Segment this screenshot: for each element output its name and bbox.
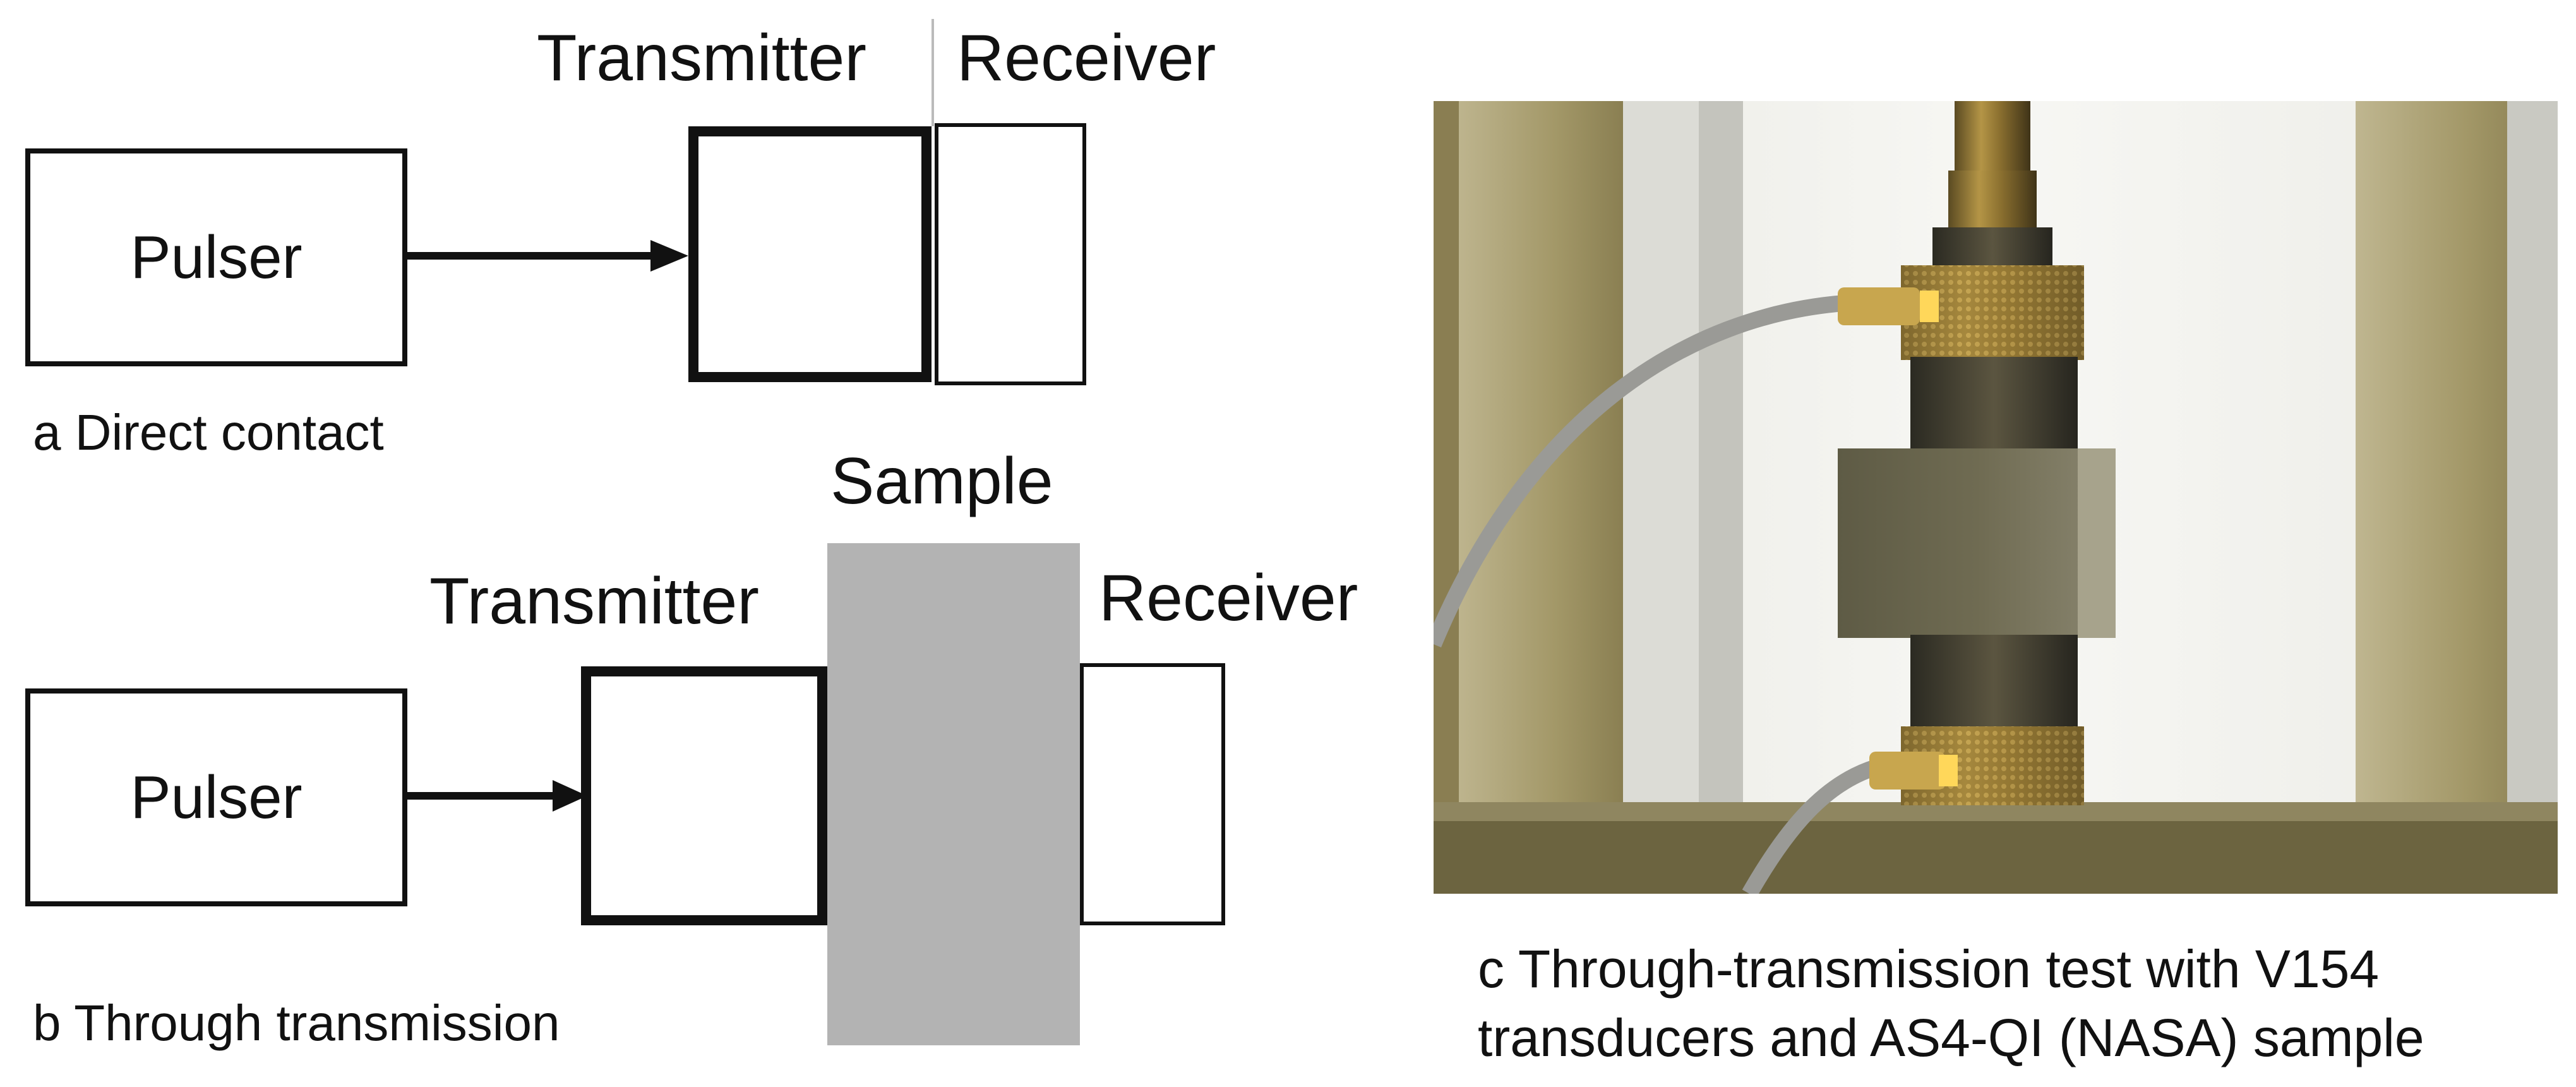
caption-through-transmission: b Through transmission [33,995,560,1051]
receiver-box-a [935,123,1086,385]
transmitter-box-b [581,666,827,925]
pulser-label-b: Pulser [130,763,303,831]
pulser-box-b: Pulser [25,688,407,906]
transmitter-box-a [688,126,932,382]
sample-label-b: Sample [830,445,1053,518]
receiver-label-a: Receiver [957,21,1216,95]
caption-direct-contact: a Direct contact [33,404,384,460]
caption-photo-line2: transducers and AS4-QI (NASA) sample [1478,1008,2424,1068]
sample-block [827,543,1080,1045]
transmitter-label-b: Transmitter [429,565,759,638]
receiver-label-b: Receiver [1099,562,1358,635]
pulser-label-a: Pulser [130,223,303,291]
label-divider-line [932,19,934,126]
signal-arrow-b [407,780,587,812]
caption-photo: c Through-transmission test with V154 tr… [1478,935,2551,1072]
caption-photo-line1: c Through-transmission test with V154 [1478,939,2380,999]
test-setup-photo [1434,101,2558,894]
signal-arrow-a [407,240,688,272]
pulser-box-a: Pulser [25,148,407,366]
transmitter-label-a: Transmitter [537,21,866,95]
receiver-box-b [1080,663,1225,925]
